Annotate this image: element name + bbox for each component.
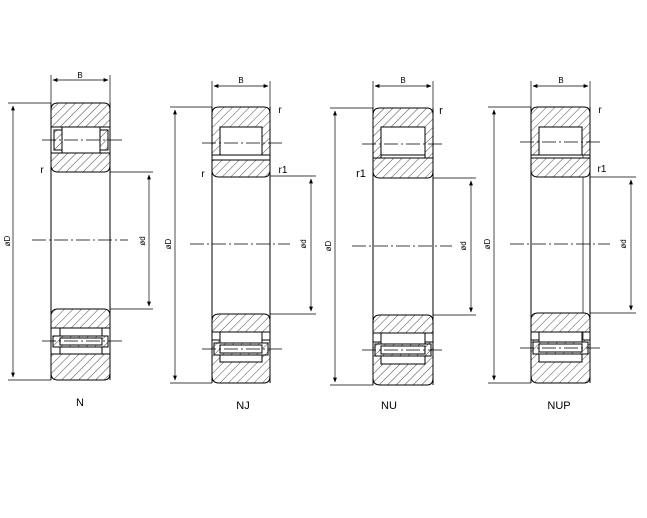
nj-od-label: øD [164,238,173,249]
nj-bottom-inner-ring [211,313,271,333]
n-width-label: B [77,71,82,80]
n-top-cage [53,129,109,151]
nj-corner2-label: r1 [279,165,288,176]
nu-od-label: øD [324,240,333,251]
nu-corner2-label: r1 [356,168,366,180]
nup-top-inner-ring [530,157,591,178]
n-top-outer-ring [50,102,111,128]
n-top-inner-ring [50,152,111,173]
bearing-nup: B øD ød r r1 NUP [483,76,636,412]
nj-corner-label: r [278,105,282,116]
nj-bore-label: ød [299,239,308,248]
n-bottom-inner-ring [50,308,111,329]
nu-corner-label: r [439,105,443,117]
nu-width-label: B [400,76,405,85]
nu-top-inner-ring [372,157,434,179]
nj-type-label: NJ [236,400,249,412]
nup-bore-label: ød [619,239,628,248]
n-bore-label: ød [138,236,147,245]
n-corner-label: r [40,165,44,176]
nj-bottom-outer-ring [211,339,271,384]
bearing-nj: B øD ød r r r1 NJ [164,76,316,412]
nu-bore-label: ød [459,241,468,250]
nu-bottom-outer-ring [372,341,434,386]
nup-corner2-label: r1 [598,164,607,175]
nj-top-inner-ring [211,159,271,178]
nu-bottom-inner-ring [372,314,434,334]
nu-top-roller [380,126,426,156]
nup-type-label: NUP [547,400,570,412]
n-bottom-roller-face [59,337,103,346]
nup-top-roller [538,126,583,156]
nj-width-label: B [238,76,243,85]
nup-od-label: øD [483,238,492,249]
n-bottom-outer-ring [50,353,111,381]
nu-type-label: NU [381,400,397,412]
bearing-n: B øD ød r N [3,71,153,409]
n-od-label: øD [3,235,12,246]
nup-bottom-outer-ring [530,339,591,384]
nup-bottom-inner-ring [530,312,591,333]
bearing-nu: B øD ød r r1 NU [324,76,476,412]
n-type-label: N [76,397,84,409]
nj-corner-label-inner: r [201,169,205,180]
nup-corner-label: r [598,105,602,116]
nup-width-label: B [558,76,563,85]
nj-top-roller [219,126,263,156]
